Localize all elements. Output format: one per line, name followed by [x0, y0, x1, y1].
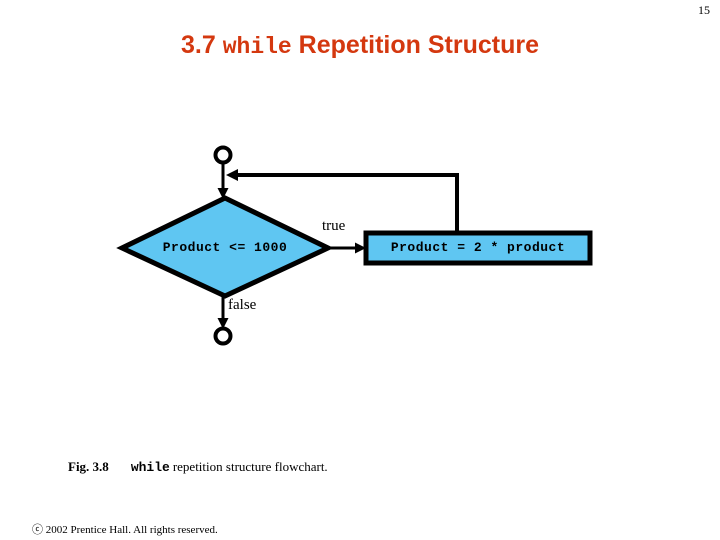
- edge-label-true: true: [322, 218, 346, 234]
- copyright-notice: ⓒ 2002 Prentice Hall. All rights reserve…: [32, 524, 218, 536]
- decision-diamond: [116, 195, 334, 299]
- end-connector-circle: [213, 326, 233, 346]
- flowchart-svg: [116, 145, 593, 346]
- process-statement-text: Product = 2 * product: [390, 240, 566, 255]
- loop-back-arrowhead: [226, 169, 238, 181]
- page-number: 15: [698, 3, 710, 17]
- process-rectangle: [363, 230, 593, 266]
- title-prefix: 3.7: [181, 31, 223, 59]
- connector-to-decision-arrowhead: [217, 188, 229, 199]
- title-suffix: Repetition Structure: [291, 31, 539, 59]
- start-connector-circle: [213, 145, 233, 165]
- edge-label-false: false: [228, 297, 257, 313]
- page-title: 3.7 while Repetition Structure: [0, 31, 720, 60]
- caption-text: repetition structure flowchart.: [172, 459, 328, 474]
- caption-keyword-while: while: [130, 460, 170, 475]
- while-repetition-flowchart: Product <= 1000 Product = 2 * product tr…: [116, 145, 593, 346]
- true-branch-arrowhead: [355, 242, 366, 254]
- title-keyword-while: while: [222, 34, 292, 60]
- loop-back-line: [235, 173, 459, 233]
- figure-number: Fig. 3.8: [68, 459, 109, 474]
- decision-condition-text: Product <= 1000: [162, 240, 288, 255]
- false-branch-arrowhead: [217, 318, 229, 329]
